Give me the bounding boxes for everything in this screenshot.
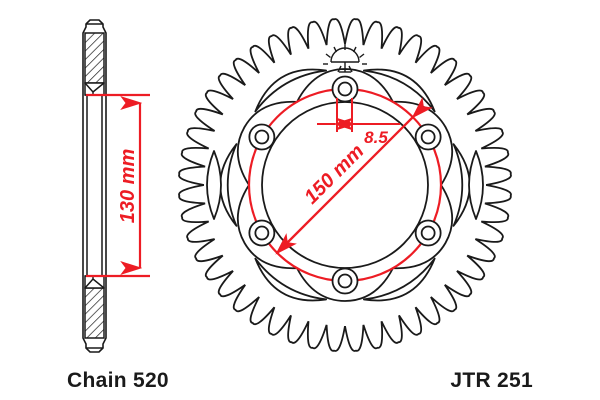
blade-cutout <box>254 68 328 113</box>
sunburst-icon <box>323 44 367 73</box>
bolt-hole <box>248 123 276 151</box>
blade-cutout <box>254 257 328 302</box>
blade-cutout <box>219 143 238 227</box>
lens-cutout <box>206 150 222 220</box>
bolt-hole <box>414 123 442 151</box>
bolt-hole <box>331 267 359 295</box>
bolt-hole <box>248 219 276 247</box>
dimension-130mm: 130 mm <box>86 93 150 278</box>
lightening-cutouts <box>206 68 484 302</box>
section-hatch-top <box>84 32 105 96</box>
blade-cutout <box>362 257 436 302</box>
part-number-label: JTR 251 <box>450 369 533 392</box>
blade-cutout <box>452 143 471 227</box>
lens-cutout <box>468 150 484 220</box>
bolt-hole <box>414 219 442 247</box>
dimension-130-label: 130 mm <box>117 149 139 224</box>
blade-cutout <box>362 68 436 113</box>
bolt-hole <box>331 75 359 103</box>
chain-label: Chain 520 <box>67 369 169 392</box>
side-section-view <box>82 19 107 353</box>
section-hatch-bottom <box>84 275 105 339</box>
